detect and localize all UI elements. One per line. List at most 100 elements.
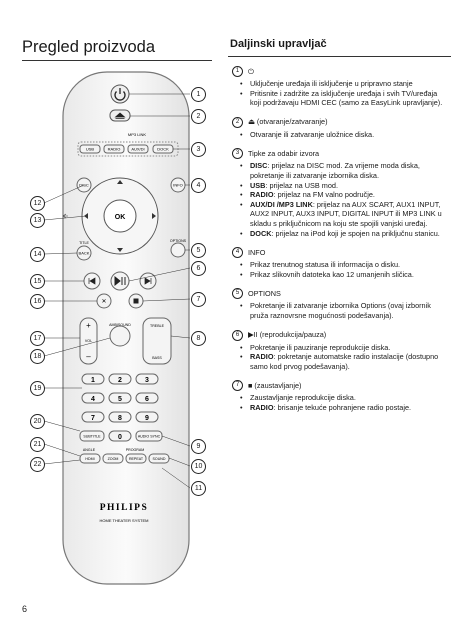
item-bullet: DISC: prijelaz na DISC mod. Za vrijeme m… [232, 161, 444, 180]
program-label: PROGRAM [126, 448, 145, 452]
item-bullet: Pritisnite i zadržite za isključenje ure… [232, 89, 444, 108]
radio-label: RADIO [108, 147, 121, 152]
callout-right-4: 4 [191, 178, 206, 193]
item-number: 7 [232, 380, 243, 392]
callout-left-16: 16 [30, 294, 45, 309]
section-title: Daljinski upravljač [230, 38, 327, 50]
hdmi-button [79, 453, 101, 464]
next-icon [144, 277, 152, 285]
item-number: 4 [232, 247, 243, 259]
volume-rocker [79, 317, 98, 365]
treble-bass-rocker [142, 317, 172, 365]
item-bullet: USB: prijelaz na USB mod. [232, 181, 444, 191]
callout-right-9: 9 [191, 439, 206, 454]
item-heading: ⏻ [248, 66, 254, 76]
svg-text:4: 4 [91, 396, 95, 403]
callout-left-21: 21 [30, 437, 45, 452]
usb-button [79, 144, 101, 154]
ambisound-button [109, 325, 131, 347]
description-item: 5OPTIONSPokretanje ili zatvaranje izborn… [232, 288, 444, 320]
item-number: 1 [232, 66, 243, 77]
svg-text:8: 8 [118, 415, 122, 422]
svg-text:9: 9 [145, 415, 149, 422]
callout-right-7: 7 [191, 292, 206, 307]
repeat-label: REPEAT [129, 457, 144, 461]
svg-text:–: – [86, 352, 91, 361]
callout-right-11: 11 [191, 481, 206, 496]
disc-label: DISC [79, 183, 89, 188]
title-label: TITLE [79, 241, 89, 245]
repeat-button [125, 453, 147, 464]
svg-text:6: 6 [145, 396, 149, 403]
callout-left-19: 19 [30, 381, 45, 396]
callout-right-10: 10 [191, 459, 206, 474]
item-heading: Tipke za odabir izvora [248, 149, 320, 159]
item-bullet: RADIO: prijelaz na FM valno područje. [232, 190, 444, 200]
dock-label: DOCK [157, 147, 169, 152]
item-bullet: DOCK: prijelaz na iPod koji je spojen na… [232, 229, 444, 239]
description-item: 1⏻Uključenje uređaja ili isključenje u p… [232, 66, 444, 108]
item-bullet: RADIO: brisanje tekuće pohranjene radio … [232, 403, 444, 413]
item-number: 5 [232, 288, 243, 300]
callout-left-15: 15 [30, 274, 45, 289]
hdmi-label: HDMI [85, 457, 94, 461]
item-number: 2 [232, 116, 243, 128]
info-label: INFO [173, 183, 183, 188]
description-item: 2⏏ (otvaranje/zatvaranje)Otvaranje ili z… [232, 116, 444, 140]
power-icon [114, 91, 126, 101]
title-rule [22, 60, 212, 61]
audiosync-label: AUDIO SYNC [138, 435, 161, 439]
product-label: HOME THEATER SYSTEM [100, 518, 149, 523]
item-bullet: Zaustavljanje reprodukcije diska. [232, 393, 444, 403]
angle-label: ANGLE [83, 448, 96, 452]
eject-icon [114, 112, 126, 119]
description-item: 6▶II (reprodukcija/pauza)Pokretanje ili … [232, 329, 444, 372]
callout-left-20: 20 [30, 414, 45, 429]
callout-right-3: 3 [191, 142, 206, 157]
previous-icon [88, 277, 96, 285]
callout-right-1: 1 [191, 87, 206, 102]
item-heading: INFO [248, 247, 266, 257]
svg-text:3: 3 [145, 377, 149, 384]
callout-right-2: 2 [191, 109, 206, 124]
subtitle-button [79, 430, 105, 442]
item-heading: ▶II (reprodukcija/pauza) [248, 330, 327, 340]
callout-left-13: 13 [30, 213, 45, 228]
auxdi-button [127, 144, 149, 154]
number-keypad: 1 2 3 4 5 6 7 8 9 0 [81, 373, 159, 442]
radio-button [103, 144, 125, 154]
svg-text:1: 1 [91, 377, 95, 384]
callout-left-17: 17 [30, 331, 45, 346]
treble-label: TREBLE [150, 324, 165, 328]
callout-left-18: 18 [30, 349, 45, 364]
remote-control-illustration: MP3 LINK USB RADIO AUX/DI DOCK DISC INFO… [43, 71, 191, 585]
callout-left-12: 12 [30, 196, 45, 211]
callout-left-22: 22 [30, 457, 45, 472]
callout-right-6: 6 [191, 261, 206, 276]
svg-text:0: 0 [118, 434, 122, 441]
brand-logo: PHILIPS [100, 503, 149, 513]
options-button [170, 242, 186, 258]
svg-text:+: + [86, 321, 91, 330]
page-number: 6 [22, 604, 28, 614]
item-bullet: Pokretanje ili pauziranje reprodukcije d… [232, 343, 444, 353]
svg-text:2: 2 [118, 377, 122, 384]
sound-label: SOUND [153, 457, 166, 461]
sound-button [148, 453, 170, 464]
ok-label: OK [115, 214, 126, 221]
item-heading: ■ (zaustavljanje) [248, 380, 302, 390]
page-title: Pregled proizvoda [22, 38, 155, 56]
callout-left-14: 14 [30, 247, 45, 262]
callout-right-5: 5 [191, 243, 206, 258]
item-bullet: Otvaranje ili zatvaranje uložnice diska. [232, 130, 444, 140]
description-column: 1⏻Uključenje uređaja ili isključenje u p… [232, 66, 444, 421]
ok-button [103, 199, 137, 233]
zoom-label: ZOOM [108, 457, 119, 461]
bass-label: BASS [152, 356, 162, 360]
ambisound-label: AMBISOUND [109, 323, 131, 327]
item-number: 3 [232, 148, 243, 160]
back-label: BACK [79, 251, 90, 256]
item-bullet: Pokretanje ili zatvaranje izbornika Opti… [232, 301, 444, 320]
usb-label: USB [86, 147, 95, 152]
svg-text:7: 7 [91, 415, 95, 422]
